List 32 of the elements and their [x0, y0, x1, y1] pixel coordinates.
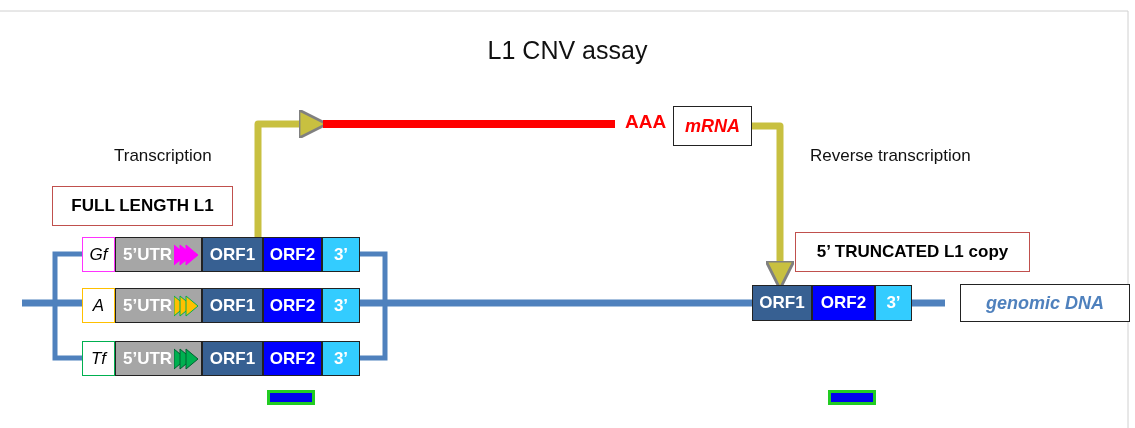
- subfamily-box: Gf: [82, 237, 115, 272]
- three-prime-segment: 3’: [322, 237, 360, 272]
- poly-a-label: AAA: [625, 111, 667, 133]
- orf1-segment: ORF1: [202, 237, 263, 272]
- orf1-segment: ORF1: [752, 285, 812, 321]
- segment-label: 5’UTR: [123, 348, 173, 369]
- segment-label: 5’UTR: [123, 295, 173, 316]
- segment-label: 5’UTR: [123, 244, 173, 265]
- orf2-segment: ORF2: [812, 285, 875, 321]
- orf2-segment: ORF2: [263, 288, 322, 323]
- three-prime-segment: 3’: [875, 285, 912, 321]
- subfamily-box: A: [82, 288, 115, 323]
- diagram-title: L1 CNV assay: [486, 36, 649, 65]
- edge-label: Reverse transcription: [808, 146, 973, 166]
- rna-bar: [323, 120, 615, 128]
- genomic-dna-box: genomic DNA: [960, 284, 1130, 322]
- orf1-segment: ORF1: [202, 341, 263, 376]
- mrna-box: mRNA: [673, 106, 752, 146]
- edge-label: Transcription: [112, 146, 214, 166]
- orf2-segment: ORF2: [263, 237, 322, 272]
- title-box: 5’ TRUNCATED L1 copy: [795, 232, 1030, 272]
- probe-bar: [267, 390, 315, 405]
- probe-bar: [828, 390, 876, 405]
- orf1-segment: ORF1: [202, 288, 263, 323]
- utr-segment: [115, 288, 202, 323]
- orf2-segment: ORF2: [263, 341, 322, 376]
- utr-segment: [115, 237, 202, 272]
- subfamily-box: Tf: [82, 341, 115, 376]
- three-prime-segment: 3’: [322, 341, 360, 376]
- three-prime-segment: 3’: [322, 288, 360, 323]
- utr-segment: [115, 341, 202, 376]
- title-box: FULL LENGTH L1: [52, 186, 233, 226]
